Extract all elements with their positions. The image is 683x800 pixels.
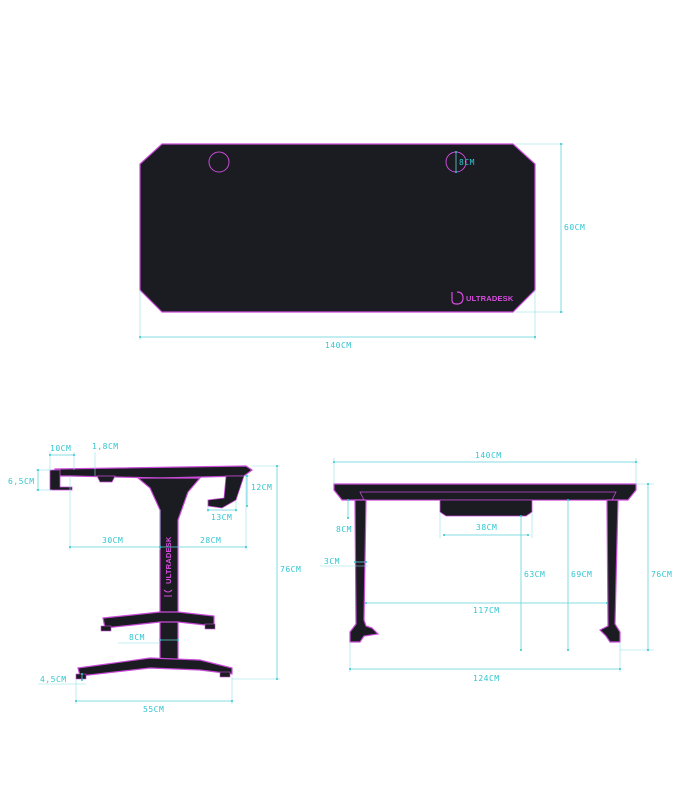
upper-foot-pad-right (204, 623, 216, 630)
ud-logo-icon (163, 589, 173, 597)
leg-width-label: 3CM (324, 557, 340, 566)
front-view: 140CM 8CM 38CM 3CM 63CM 69CM 76CM 117CM … (320, 451, 672, 683)
top-view: 8CM ULTRADESK 60CM 140CM (138, 142, 585, 350)
ud-logo-icon (451, 291, 464, 305)
side-desktop (54, 465, 254, 479)
side-logo-wordmark: ULTRADESK (164, 536, 173, 584)
under-drawer-height-label: 63CM (524, 570, 545, 579)
front-left-leg (349, 499, 380, 643)
drawer-width-label: 38CM (476, 523, 497, 532)
side-upper-foot (102, 611, 215, 629)
column-to-back-label: 28CM (200, 536, 221, 545)
foot-height-label: 4,5CM (40, 675, 67, 684)
frame-depth-label: 8CM (336, 525, 352, 534)
base-pad-left (75, 673, 87, 680)
under-frame-height-label: 69CM (571, 570, 592, 579)
front-to-column-label: 30CM (102, 536, 123, 545)
side-view: ULTRADESK 10CM 1,8CM 6,5CM 12CM 13CM 30C… (8, 442, 301, 714)
ultradesk-logo-side: ULTRADESK (163, 536, 173, 597)
logo-wordmark: ULTRADESK (466, 294, 514, 303)
upper-foot-pad-left (100, 625, 112, 632)
headphone-width-label: 13CM (211, 513, 232, 522)
ultradesk-logo-top: ULTRADESK (451, 291, 514, 305)
base-pad-right (219, 671, 231, 678)
hole-diameter-label: 8CM (459, 158, 475, 167)
hook-height-label: 6,5CM (8, 477, 35, 486)
front-height-label: 76CM (651, 570, 672, 579)
cable-hole-left (208, 151, 230, 173)
side-headphone-hook (207, 475, 245, 509)
desk-top-surface (139, 143, 536, 313)
headphone-height-label: 12CM (251, 483, 272, 492)
front-frame-beam (359, 491, 617, 501)
side-height-label: 76CM (280, 565, 301, 574)
width-label: 140CM (325, 341, 352, 350)
front-drawer (439, 499, 533, 517)
depth-label: 60CM (564, 223, 585, 232)
side-bracket (96, 475, 116, 483)
front-width-label: 140CM (475, 451, 502, 460)
base-length-label: 55CM (143, 705, 164, 714)
inner-leg-span-label: 117CM (473, 606, 500, 615)
hook-width-label: 10CM (50, 444, 71, 453)
front-right-leg (598, 499, 621, 643)
hook-gap-label: 1,8CM (92, 442, 119, 451)
column-width-label: 8CM (129, 633, 145, 642)
outer-base-span-label: 124CM (473, 674, 500, 683)
side-base (77, 657, 233, 677)
